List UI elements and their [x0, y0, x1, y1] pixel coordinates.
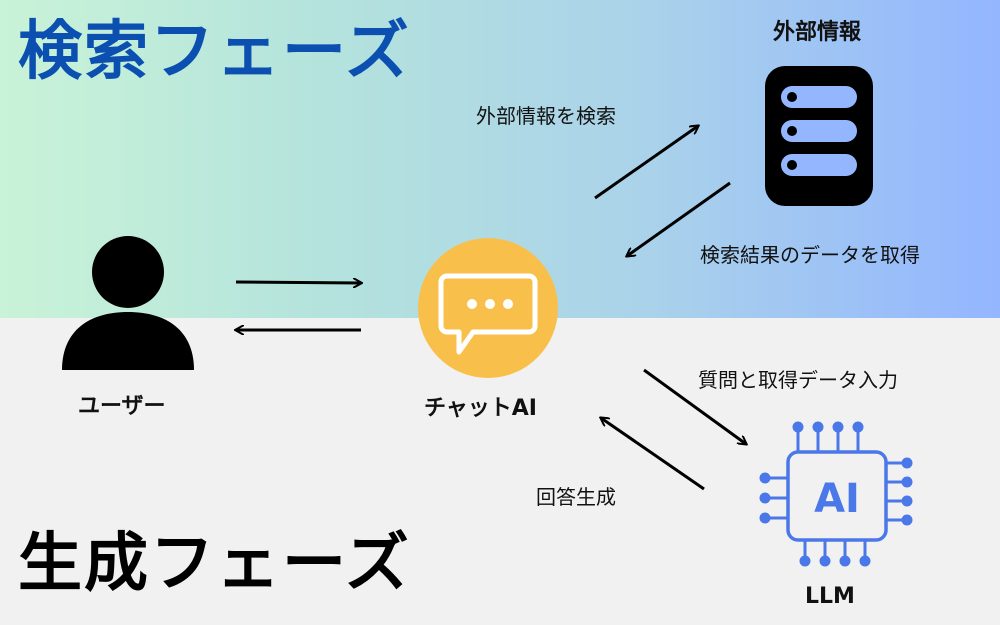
database-icon: [765, 66, 873, 206]
arrow-chat-to-database: [594, 126, 698, 200]
arrow-llm-to-chat: [601, 418, 705, 491]
search-phase-title: 検索フェーズ: [18, 15, 411, 89]
edge-label-answer: 回答生成: [536, 485, 616, 509]
edge-label-search: 外部情報を検索: [476, 104, 616, 128]
llm-label: LLM: [805, 584, 855, 609]
arrow-chat-to-llm: [643, 368, 746, 444]
edge-label-input: 質問と取得データ入力: [698, 368, 898, 392]
generation-phase-title: 生成フェーズ: [18, 527, 411, 601]
ai-chip-icon: [759, 421, 913, 567]
external-info-label: 外部情報: [773, 20, 862, 45]
edge-label-results: 検索結果のデータを取得: [700, 243, 920, 267]
ai-chip-text: AI: [814, 476, 860, 522]
chat-ai-label: チャットAI: [424, 396, 537, 421]
arrow-user-to-chat: [235, 282, 361, 283]
user-label: ユーザー: [78, 394, 166, 419]
arrow-database-to-chat: [627, 181, 731, 256]
chat-bubble-icon: [418, 238, 558, 378]
user-icon: [62, 236, 194, 370]
